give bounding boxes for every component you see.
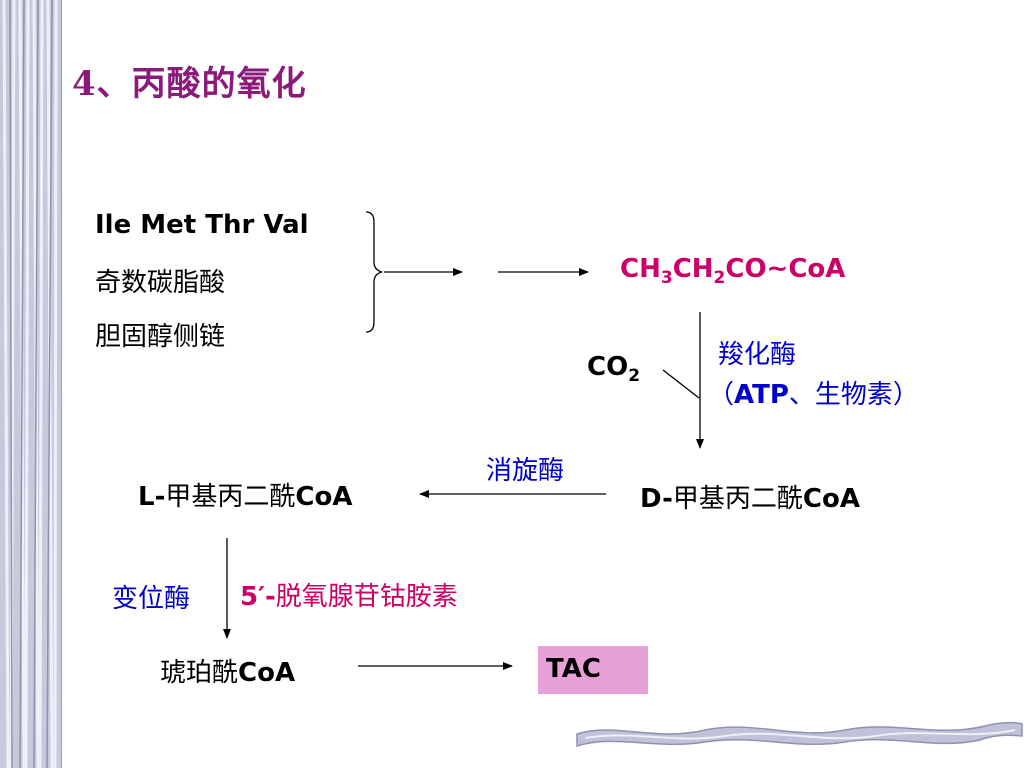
racemase-label: 消旋酶 bbox=[486, 456, 565, 486]
left-border-decoration bbox=[0, 0, 62, 768]
co2-label: CO2 bbox=[587, 352, 641, 387]
bottom-scroll-decoration bbox=[576, 721, 1023, 748]
coenzyme-b12-label: 5′-脱氧腺苷钴胺素 bbox=[240, 582, 458, 612]
source-odd-fatty-acid: 奇数碳脂酸 bbox=[95, 268, 226, 298]
co2-join-line bbox=[662, 369, 700, 399]
carboxylase-cofactor: （ATP、生物素） bbox=[708, 380, 919, 410]
tac-label: TAC bbox=[546, 654, 601, 684]
mutase-label: 变位酶 bbox=[112, 584, 191, 614]
source-brace bbox=[365, 211, 383, 333]
d-methylmalonyl-coa: D-甲基丙二酰CoA bbox=[640, 484, 860, 514]
propionyl-coa-label: CH3CH2CO~CoA bbox=[620, 254, 846, 289]
slide-title: 4、丙酸的氧化 bbox=[72, 64, 307, 104]
carboxylase-label: 羧化酶 bbox=[718, 340, 797, 370]
tac-box bbox=[538, 646, 648, 694]
source-amino-acids: Ile Met Thr Val bbox=[95, 210, 309, 240]
succinyl-coa-label: 琥珀酰CoA bbox=[160, 658, 296, 688]
source-cholesterol-chain: 胆固醇侧链 bbox=[95, 322, 226, 352]
l-methylmalonyl-coa: L-甲基丙二酰CoA bbox=[138, 482, 353, 512]
